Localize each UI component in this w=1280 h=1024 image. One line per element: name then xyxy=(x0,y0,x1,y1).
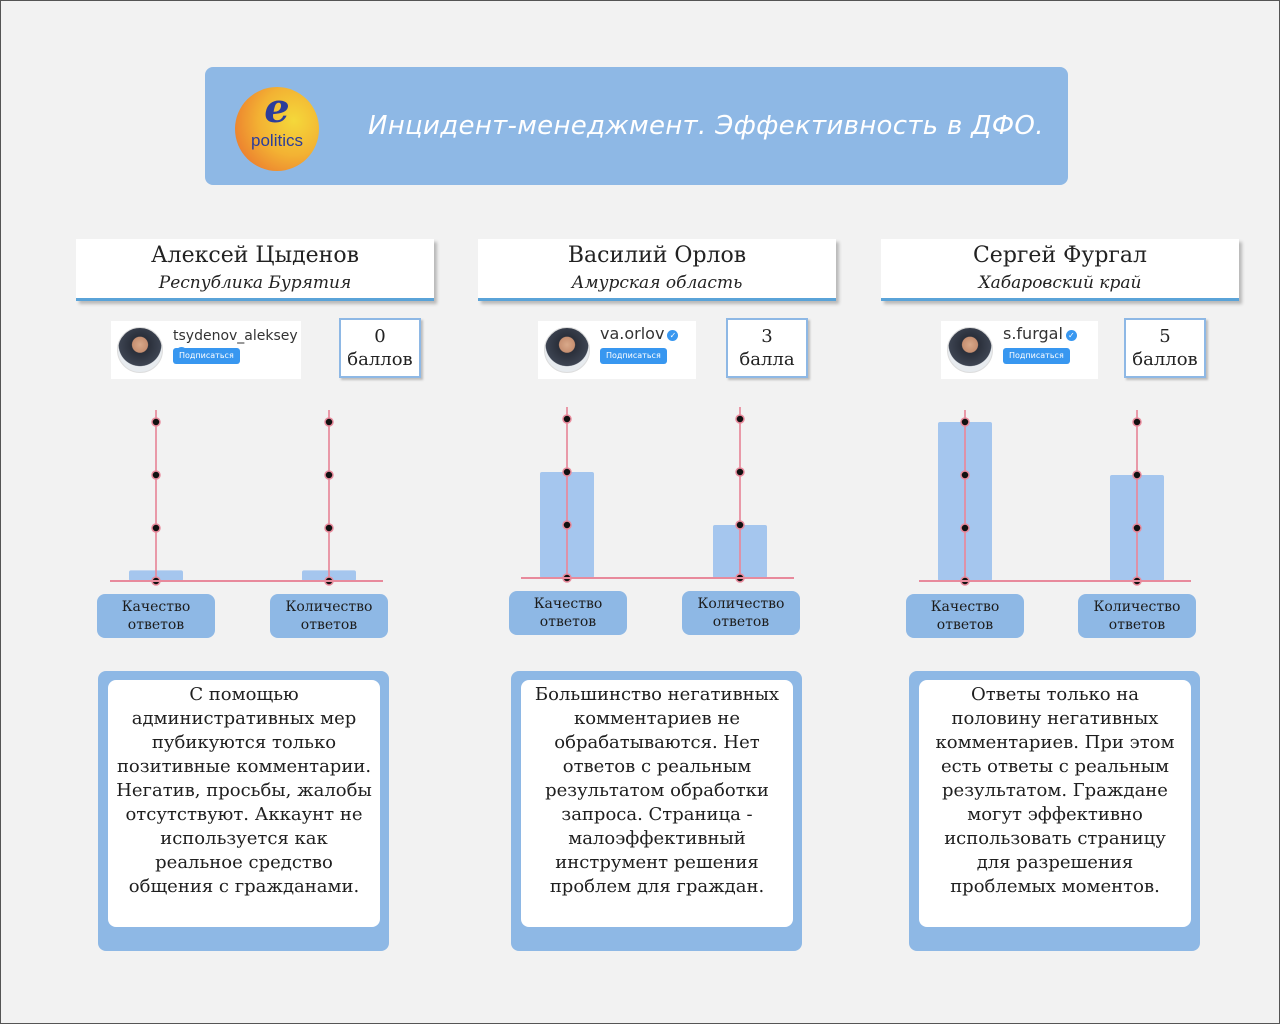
score-box: 5 баллов xyxy=(1124,318,1206,378)
tick-dot xyxy=(151,417,161,427)
governor-name: Василий Орлов xyxy=(567,243,747,268)
tick-dot xyxy=(735,414,745,424)
tick-dot xyxy=(324,523,334,533)
logo-mark: e xyxy=(264,85,290,132)
score-value: 3 xyxy=(761,326,773,347)
column-furgal: Сергей Фургал Хабаровский край s.furgal✓… xyxy=(881,1,1261,1024)
region-name: Хабаровский край xyxy=(978,273,1142,293)
score-value: 5 xyxy=(1159,326,1171,347)
page-title: Инцидент-менеджмент. Эффективность в ДФО… xyxy=(368,111,1044,141)
instagram-handle[interactable]: s.furgal✓ xyxy=(1003,324,1077,343)
follow-button[interactable]: Подписаться xyxy=(173,348,240,364)
follow-button[interactable]: Подписаться xyxy=(600,348,667,364)
header-banner: e politics Инцидент-менеджмент. Эффектив… xyxy=(205,67,1068,185)
tick-dot xyxy=(324,417,334,427)
avatar xyxy=(947,327,993,373)
bar-chart xyxy=(919,410,1191,586)
epolitics-logo: e politics xyxy=(235,87,319,171)
bar-chart xyxy=(110,410,383,586)
description-text: Большинство негативных комментариев не о… xyxy=(521,680,793,927)
description-text: Ответы только на половину негативных ком… xyxy=(919,680,1191,927)
tick-dot xyxy=(1132,470,1142,480)
avatar xyxy=(117,327,163,373)
governor-name: Сергей Фургал xyxy=(972,243,1148,268)
score-unit: балла xyxy=(739,349,795,370)
instagram-profile-card[interactable]: s.furgal✓ Подписаться xyxy=(941,321,1098,379)
governor-name: Алексей Цыденов xyxy=(151,243,359,268)
score-unit: баллов xyxy=(347,349,413,370)
description-text: С помощью административных мер пубикуютс… xyxy=(108,680,380,927)
score-box: 3 балла xyxy=(726,318,808,378)
verified-icon: ✓ xyxy=(1065,330,1077,341)
column-tsydenov: Алексей Цыденов Республика Бурятия tsyde… xyxy=(76,1,456,1024)
column-orlov: Василий Орлов Амурская область va.orlov✓… xyxy=(478,1,858,1024)
tick-dot xyxy=(562,467,572,477)
follow-button[interactable]: Подписаться xyxy=(1003,348,1070,364)
tick-dot xyxy=(324,470,334,480)
instagram-profile-card[interactable]: va.orlov✓ Подписаться xyxy=(538,321,696,379)
tick-dot xyxy=(1132,417,1142,427)
logo-text: politics xyxy=(251,131,303,150)
description-panel: Ответы только на половину негативных ком… xyxy=(909,671,1200,951)
tick-dot xyxy=(562,520,572,530)
region-name: Амурская область xyxy=(571,273,743,293)
instagram-profile-card[interactable]: tsydenov_aleksey✓ Подписаться xyxy=(111,321,301,379)
score-value: 0 xyxy=(374,326,386,347)
region-name: Республика Бурятия xyxy=(158,273,352,293)
name-card: Василий Орлов Амурская область xyxy=(478,239,836,301)
verified-icon: ✓ xyxy=(667,330,679,341)
description-panel: Большинство негативных комментариев не о… xyxy=(511,671,802,951)
tick-dot xyxy=(562,414,572,424)
tick-dot xyxy=(960,417,970,427)
tick-dot xyxy=(735,467,745,477)
description-panel: С помощью административных мер пубикуютс… xyxy=(98,671,389,951)
name-card: Алексей Цыденов Республика Бурятия xyxy=(76,239,434,301)
score-box: 0 баллов xyxy=(339,318,421,378)
bar-chart xyxy=(521,407,794,583)
avatar xyxy=(544,327,590,373)
name-card: Сергей Фургал Хабаровский край xyxy=(881,239,1239,301)
tick-dot xyxy=(960,523,970,533)
tick-dot xyxy=(1132,523,1142,533)
tick-dot xyxy=(151,523,161,533)
score-unit: баллов xyxy=(1132,349,1198,370)
instagram-handle[interactable]: va.orlov✓ xyxy=(600,324,679,343)
tick-dot xyxy=(960,470,970,480)
tick-dot xyxy=(151,470,161,480)
tick-dot xyxy=(735,520,745,530)
